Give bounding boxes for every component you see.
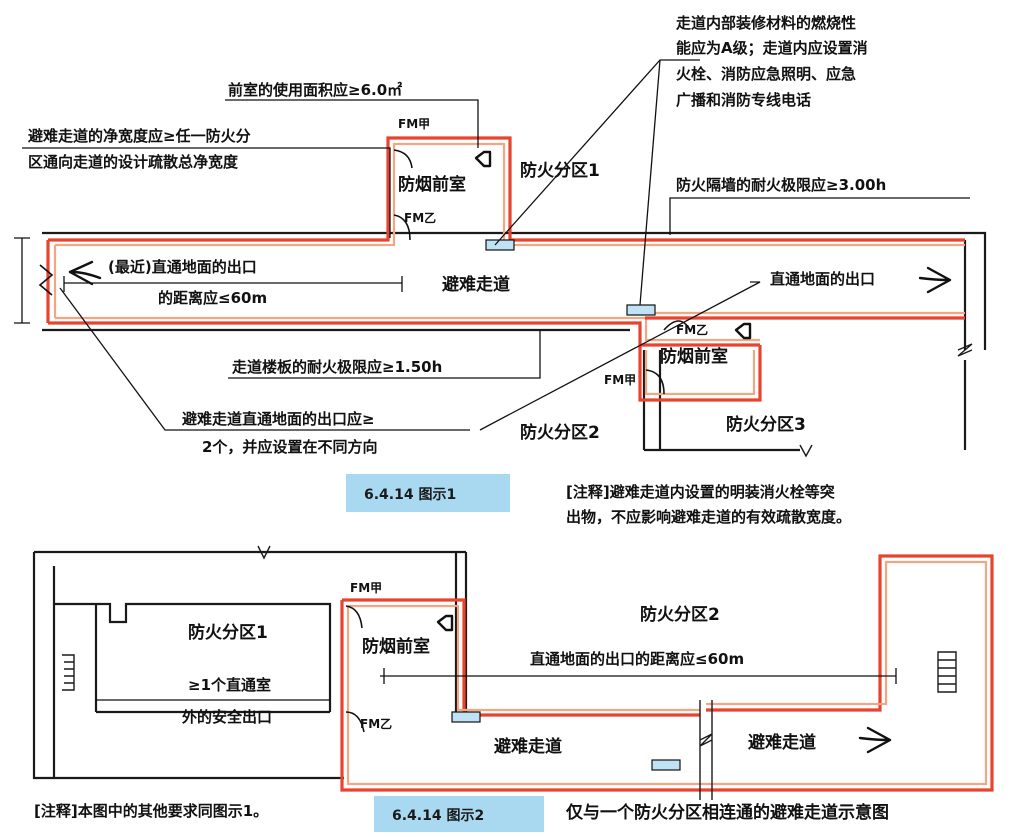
hydrant-cabinet-icon [626, 304, 656, 316]
exit-arrow-right-icon [858, 726, 892, 754]
caption-1: 6.4.14 图示1 [364, 487, 456, 503]
anno-decoration-line2: 能应为A级；走道内应设置消 [676, 39, 868, 57]
fm-b-bottom-label: FM乙 [676, 323, 708, 337]
anno-floor: 走道楼板的耐火极限应≥1.50h [232, 358, 442, 376]
fm-a-bottom-label: FM甲 [604, 373, 636, 387]
fig2-fm-a-label: FM甲 [350, 581, 382, 595]
hydrant-cabinet-icon [451, 711, 481, 723]
hydrant-cabinet-icon [485, 239, 515, 251]
fig2-doors [345, 605, 365, 733]
anno-decoration-line3: 火栓、消防应急照明、应急 [676, 65, 856, 83]
anno-width-line2: 区通向走道的设计疏散总净宽度 [28, 153, 239, 171]
anteroom-2-label: 防烟前室 [660, 346, 728, 367]
fm-door-a [345, 605, 363, 629]
exit-arrow-right-icon [918, 266, 952, 294]
anno-width-line1: 避难走道的净宽度应≥任一防火分 [28, 127, 251, 145]
speaker-icon [734, 322, 752, 340]
corridor-label: 避难走道 [442, 274, 510, 295]
caption-1-box [346, 474, 510, 512]
fm-a-top-label: FM甲 [398, 117, 430, 131]
zone-2-label: 防火分区2 [520, 422, 600, 443]
fig2-exit-line2: 外的安全出口 [181, 708, 272, 726]
hydrant-cabinet-icon [651, 759, 681, 771]
fig2-anteroom-label: 防烟前室 [362, 636, 430, 657]
fig2-zone-1-label: 防火分区1 [188, 622, 268, 643]
fig2-distance-line [380, 668, 897, 684]
fig1-leaders [22, 59, 970, 431]
zone-1-label: 防火分区1 [520, 160, 600, 181]
caption-2: 6.4.14 图示2 [392, 808, 484, 824]
caption-2-title: 仅与一个防火分区相连通的避难走道示意图 [565, 802, 889, 823]
fig2-corridor-2-label: 避难走道 [748, 732, 816, 753]
fig1-doors [38, 149, 691, 395]
anno-distance-line2: 的距离应≤60m [158, 289, 267, 307]
speaker-icon [474, 150, 492, 168]
fig2-walls [32, 545, 468, 780]
anno-exits-line1: 避难走道直通地面的出口应≥ [182, 410, 375, 428]
exit-label: 直通地面的出口 [770, 270, 875, 288]
fm-door-a-bottom [645, 369, 665, 395]
fig1-corridor [46, 136, 965, 402]
anno-distance-line1: (最近)直通地面的出口 [108, 258, 257, 276]
anno-decoration-line4: 广播和消防专线电话 [676, 91, 811, 109]
fig1-walls [42, 231, 987, 458]
fig2-corridor-1-label: 避难走道 [494, 736, 562, 757]
note-1-line2: 出物，不应影响避难走道的有效疏散宽度。 [566, 508, 851, 526]
fig2-corridor [340, 554, 994, 800]
fig2-fm-b-label: FM乙 [360, 717, 392, 731]
fig2-exit-line1: ≥1个直通室 [188, 676, 271, 694]
fm-door-b-top [393, 214, 411, 241]
stair-icon [937, 651, 957, 693]
fm-door-b-bottom [663, 320, 691, 331]
anno-anteroom-area: 前室的使用面积应≥6.0㎡ [228, 81, 402, 99]
zone-3-label: 防火分区3 [726, 414, 806, 435]
note-1-line1: [注释]避难走道内设置的明装消火栓等突 [566, 483, 835, 501]
anno-wall: 防火隔墙的耐火极限应≥3.00h [676, 176, 886, 194]
fig2-distance-label: 直通地面的出口的距离应≤60m [530, 650, 744, 668]
fm-b-top-label: FM乙 [404, 211, 436, 225]
caption-2-box [374, 796, 544, 832]
fm-door-b [345, 711, 365, 733]
distance-dimension-line [14, 237, 403, 324]
anno-decoration-line1: 走道内部装修材料的燃烧性 [676, 14, 856, 32]
fm-door-a-top [393, 149, 413, 169]
anteroom-1-label: 防烟前室 [398, 174, 466, 195]
speaker-icon [436, 614, 454, 632]
fig2-zone-2-label: 防火分区2 [640, 604, 720, 625]
exit-door-left [38, 264, 54, 296]
anno-exits-line2: 2个，并应设置在不同方向 [202, 438, 377, 456]
exit-arrow-left-icon [68, 260, 102, 286]
fig2-note: [注释]本图中的其他要求同图示1。 [34, 802, 268, 820]
